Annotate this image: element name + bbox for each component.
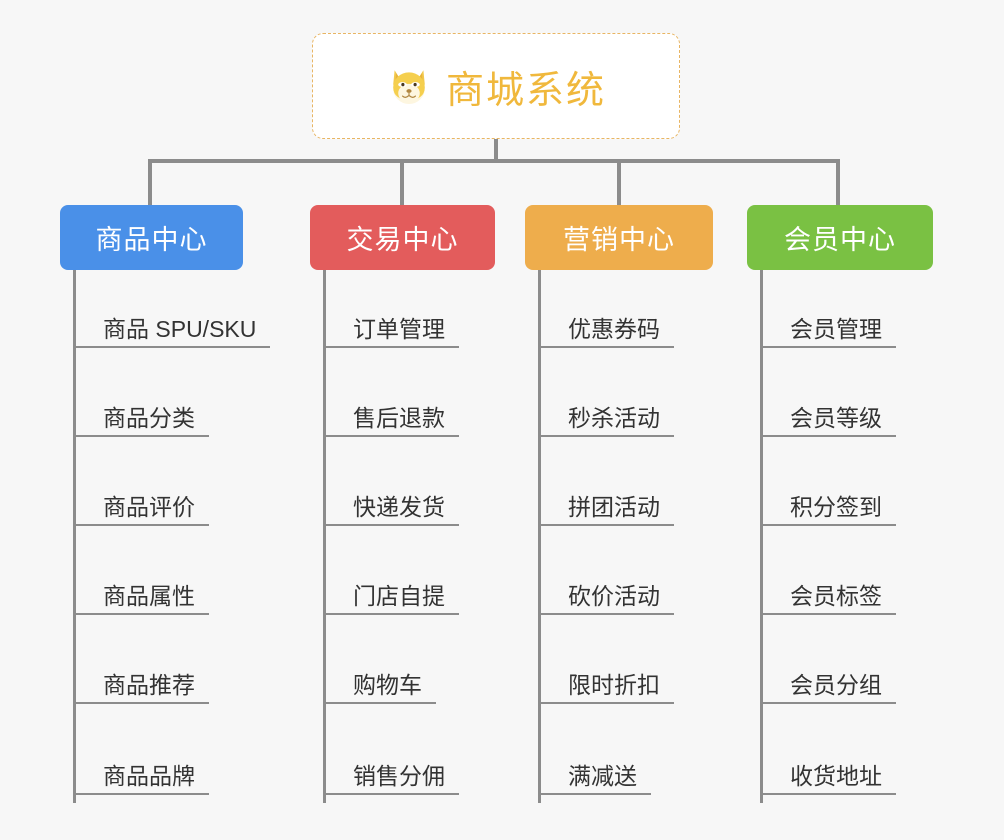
branch-header-label-2: 交易中心 bbox=[346, 225, 459, 255]
leaf-label: 商品评价 bbox=[103, 494, 195, 520]
leaf-label: 商品推荐 bbox=[103, 672, 195, 698]
leaf-item[interactable]: 秒杀活动 bbox=[538, 405, 674, 438]
leaf-item[interactable]: 商品评价 bbox=[73, 494, 209, 527]
connector-root-stem bbox=[494, 139, 498, 162]
branch-header-4[interactable]: 会员中心 bbox=[747, 205, 933, 270]
leaf-label: 积分签到 bbox=[790, 494, 882, 520]
leaf-label: 会员标签 bbox=[790, 583, 882, 609]
branch-header-label-3: 营销中心 bbox=[563, 225, 675, 255]
leaf-label: 商品属性 bbox=[103, 583, 195, 609]
leaf-label: 优惠券码 bbox=[568, 316, 660, 342]
leaf-label: 销售分佣 bbox=[353, 763, 445, 789]
leaf-item[interactable]: 砍价活动 bbox=[538, 583, 674, 616]
leaf-label: 限时折扣 bbox=[568, 672, 660, 698]
leaf-label: 拼团活动 bbox=[568, 494, 660, 520]
leaf-item[interactable]: 积分签到 bbox=[760, 494, 896, 527]
leaf-item[interactable]: 商品属性 bbox=[73, 583, 209, 616]
leaf-label: 商品分类 bbox=[103, 405, 195, 431]
leaf-item[interactable]: 快递发货 bbox=[323, 494, 459, 527]
leaf-label: 商品 SPU/SKU bbox=[103, 316, 257, 342]
branch-header-3[interactable]: 营销中心 bbox=[525, 205, 713, 270]
root-node[interactable]: 商城系统 bbox=[312, 33, 680, 139]
leaf-item[interactable]: 销售分佣 bbox=[323, 763, 459, 796]
leaf-item[interactable]: 门店自提 bbox=[323, 583, 459, 616]
branch-spine-4 bbox=[760, 270, 763, 803]
leaf-item[interactable]: 拼团活动 bbox=[538, 494, 674, 527]
leaf-item[interactable]: 商品品牌 bbox=[73, 763, 209, 796]
leaf-item[interactable]: 会员等级 bbox=[760, 405, 896, 438]
connector-drop-3 bbox=[617, 159, 621, 207]
branch-header-label-4: 会员中心 bbox=[784, 225, 896, 255]
leaf-label: 满减送 bbox=[568, 763, 637, 789]
leaf-label: 秒杀活动 bbox=[568, 405, 660, 431]
branch-header-label-1: 商品中心 bbox=[95, 225, 208, 255]
leaf-label: 订单管理 bbox=[353, 316, 445, 342]
connector-drop-4 bbox=[836, 159, 840, 207]
connector-drop-1 bbox=[148, 159, 152, 207]
leaf-label: 快递发货 bbox=[353, 494, 445, 520]
branch-header-2[interactable]: 交易中心 bbox=[310, 205, 495, 270]
branch-header-1[interactable]: 商品中心 bbox=[60, 205, 243, 270]
leaf-item[interactable]: 购物车 bbox=[323, 672, 436, 705]
leaf-item[interactable]: 会员管理 bbox=[760, 316, 896, 349]
leaf-label: 售后退款 bbox=[353, 405, 445, 431]
leaf-label: 购物车 bbox=[353, 672, 422, 698]
dog-face-icon bbox=[386, 63, 432, 109]
connector-drop-2 bbox=[400, 159, 404, 207]
leaf-item[interactable]: 订单管理 bbox=[323, 316, 459, 349]
leaf-item[interactable]: 会员标签 bbox=[760, 583, 896, 616]
leaf-label: 会员等级 bbox=[790, 405, 882, 431]
branch-spine-3 bbox=[538, 270, 541, 803]
leaf-item[interactable]: 商品分类 bbox=[73, 405, 209, 438]
leaf-label: 商品品牌 bbox=[103, 763, 195, 789]
leaf-label: 会员管理 bbox=[790, 316, 882, 342]
leaf-item[interactable]: 售后退款 bbox=[323, 405, 459, 438]
leaf-item[interactable]: 收货地址 bbox=[760, 763, 896, 796]
leaf-label: 会员分组 bbox=[790, 672, 882, 698]
connector-bus bbox=[148, 159, 838, 163]
leaf-label: 砍价活动 bbox=[568, 583, 660, 609]
leaf-item[interactable]: 商品推荐 bbox=[73, 672, 209, 705]
leaf-item[interactable]: 优惠券码 bbox=[538, 316, 674, 349]
branch-spine-1 bbox=[73, 270, 76, 803]
root-title: 商城系统 bbox=[445, 69, 606, 112]
leaf-item[interactable]: 满减送 bbox=[538, 763, 651, 796]
leaf-label: 收货地址 bbox=[790, 763, 882, 789]
leaf-label: 门店自提 bbox=[353, 583, 445, 609]
leaf-item[interactable]: 会员分组 bbox=[760, 672, 896, 705]
leaf-item[interactable]: 限时折扣 bbox=[538, 672, 674, 705]
leaf-item[interactable]: 商品 SPU/SKU bbox=[73, 316, 271, 349]
branch-spine-2 bbox=[323, 270, 326, 803]
